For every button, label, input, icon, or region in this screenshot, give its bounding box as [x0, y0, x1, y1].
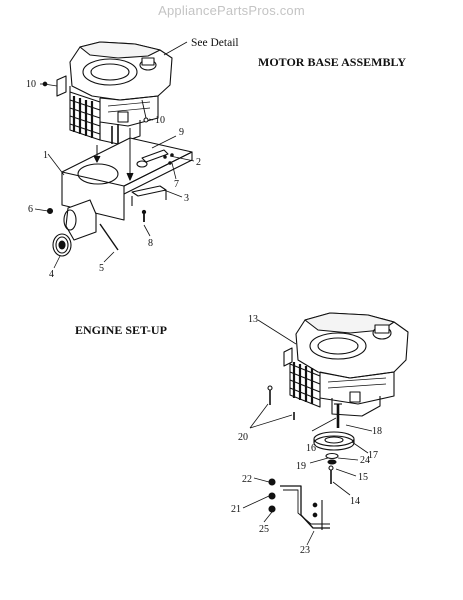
motor-base-assembly-title: MOTOR BASE ASSEMBLY [258, 55, 407, 69]
see-detail-label: See Detail [191, 37, 239, 49]
callout-22: 22 [242, 474, 252, 485]
callout-2: 2 [196, 157, 201, 168]
callout-10: 10 [26, 79, 36, 90]
callout-23: 23 [300, 545, 310, 556]
engine-pulley [313, 431, 355, 451]
callout-6: 6 [28, 204, 33, 215]
engine-setup-title: ENGINE SET-UP [75, 323, 167, 337]
callout-1: 1 [43, 150, 48, 161]
idler-assembly [52, 199, 119, 257]
callout-25: 25 [259, 524, 269, 535]
callout-24: 24 [360, 455, 370, 466]
motor-base-plate [61, 137, 193, 221]
callout-10: 10 [155, 115, 165, 126]
callout-4: 4 [49, 269, 54, 280]
callout-8: 8 [148, 238, 153, 249]
callout-19: 19 [296, 461, 306, 472]
callout-9: 9 [179, 127, 184, 138]
callout-13: 13 [248, 314, 258, 325]
callout-15: 15 [358, 472, 368, 483]
callout-17: 17 [368, 450, 378, 461]
watermark: AppliancePartsPros.com [158, 3, 305, 18]
callout-7: 7 [174, 179, 179, 190]
top-engine [42, 41, 173, 145]
callout-20: 20 [238, 432, 248, 443]
callout-3: 3 [184, 193, 189, 204]
bracket [280, 485, 330, 530]
bottom-engine [283, 312, 409, 428]
callout-14: 14 [350, 496, 360, 507]
callout-5: 5 [99, 263, 104, 274]
callout-21: 21 [231, 504, 241, 515]
callout-18: 18 [372, 426, 382, 437]
callout-16: 16 [306, 443, 316, 454]
